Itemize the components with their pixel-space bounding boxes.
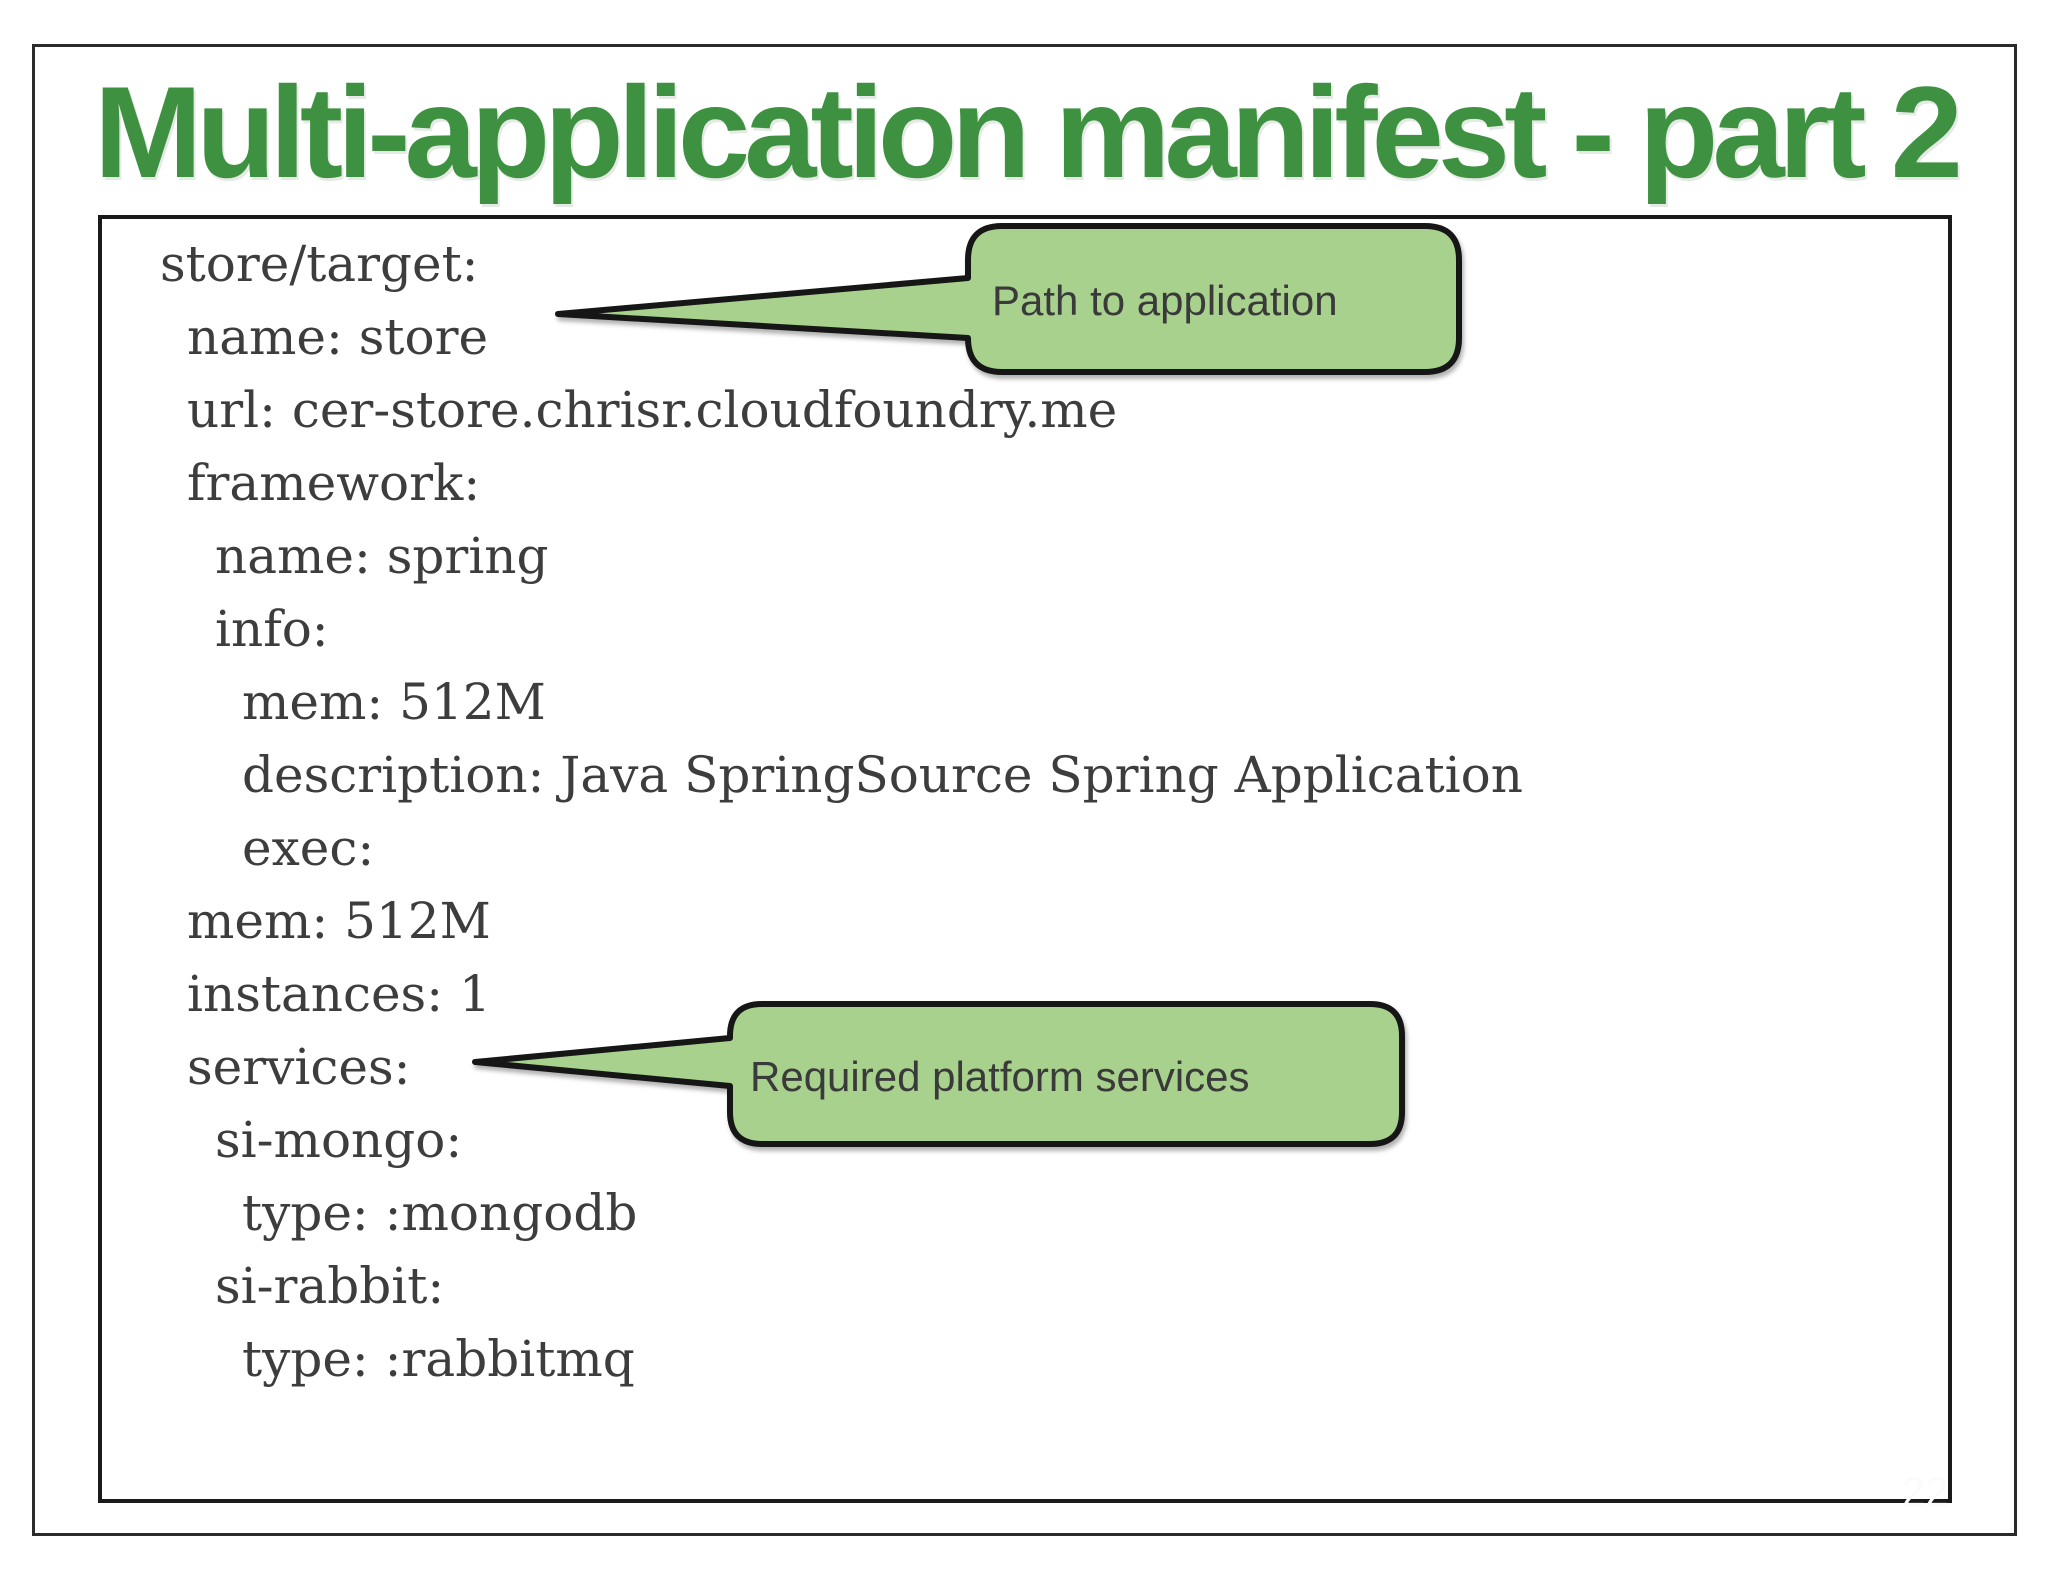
- yaml-line: type: :mongodb: [242, 1183, 638, 1242]
- yaml-line: framework:: [187, 453, 481, 512]
- yaml-line: si-mongo:: [215, 1110, 463, 1169]
- callout-text-path-to-application: Path to application: [992, 277, 1338, 324]
- page-number: 22: [1902, 1468, 1949, 1515]
- manifest-lines: store/target: name: store url: cer-store.c…: [102, 227, 1948, 1395]
- yaml-line: name: spring: [215, 526, 549, 585]
- yaml-line: info:: [215, 599, 329, 658]
- yaml-line: instances: 1: [187, 964, 491, 1023]
- yaml-line: services:: [187, 1037, 411, 1096]
- yaml-line: mem: 512M: [187, 891, 491, 950]
- yaml-line: si-rabbit:: [215, 1256, 445, 1315]
- yaml-line: exec:: [242, 818, 375, 877]
- yaml-line: url: cer-store.chrisr.cloudfoundry.me: [187, 380, 1118, 439]
- yaml-line: store/target:: [160, 234, 479, 293]
- manifest-code-box: store/target: name: store url: cer-store.c…: [98, 215, 1952, 1503]
- slide-title: Multi-application manifest - part 2: [94, 59, 1963, 205]
- callout-text-required-services: Required platform services: [750, 1053, 1250, 1100]
- yaml-line: name: store: [187, 307, 489, 366]
- yaml-line: type: :rabbitmq: [242, 1329, 635, 1388]
- yaml-line: mem: 512M: [242, 672, 546, 731]
- yaml-line: description: Java SpringSource Spring Ap…: [242, 745, 1523, 804]
